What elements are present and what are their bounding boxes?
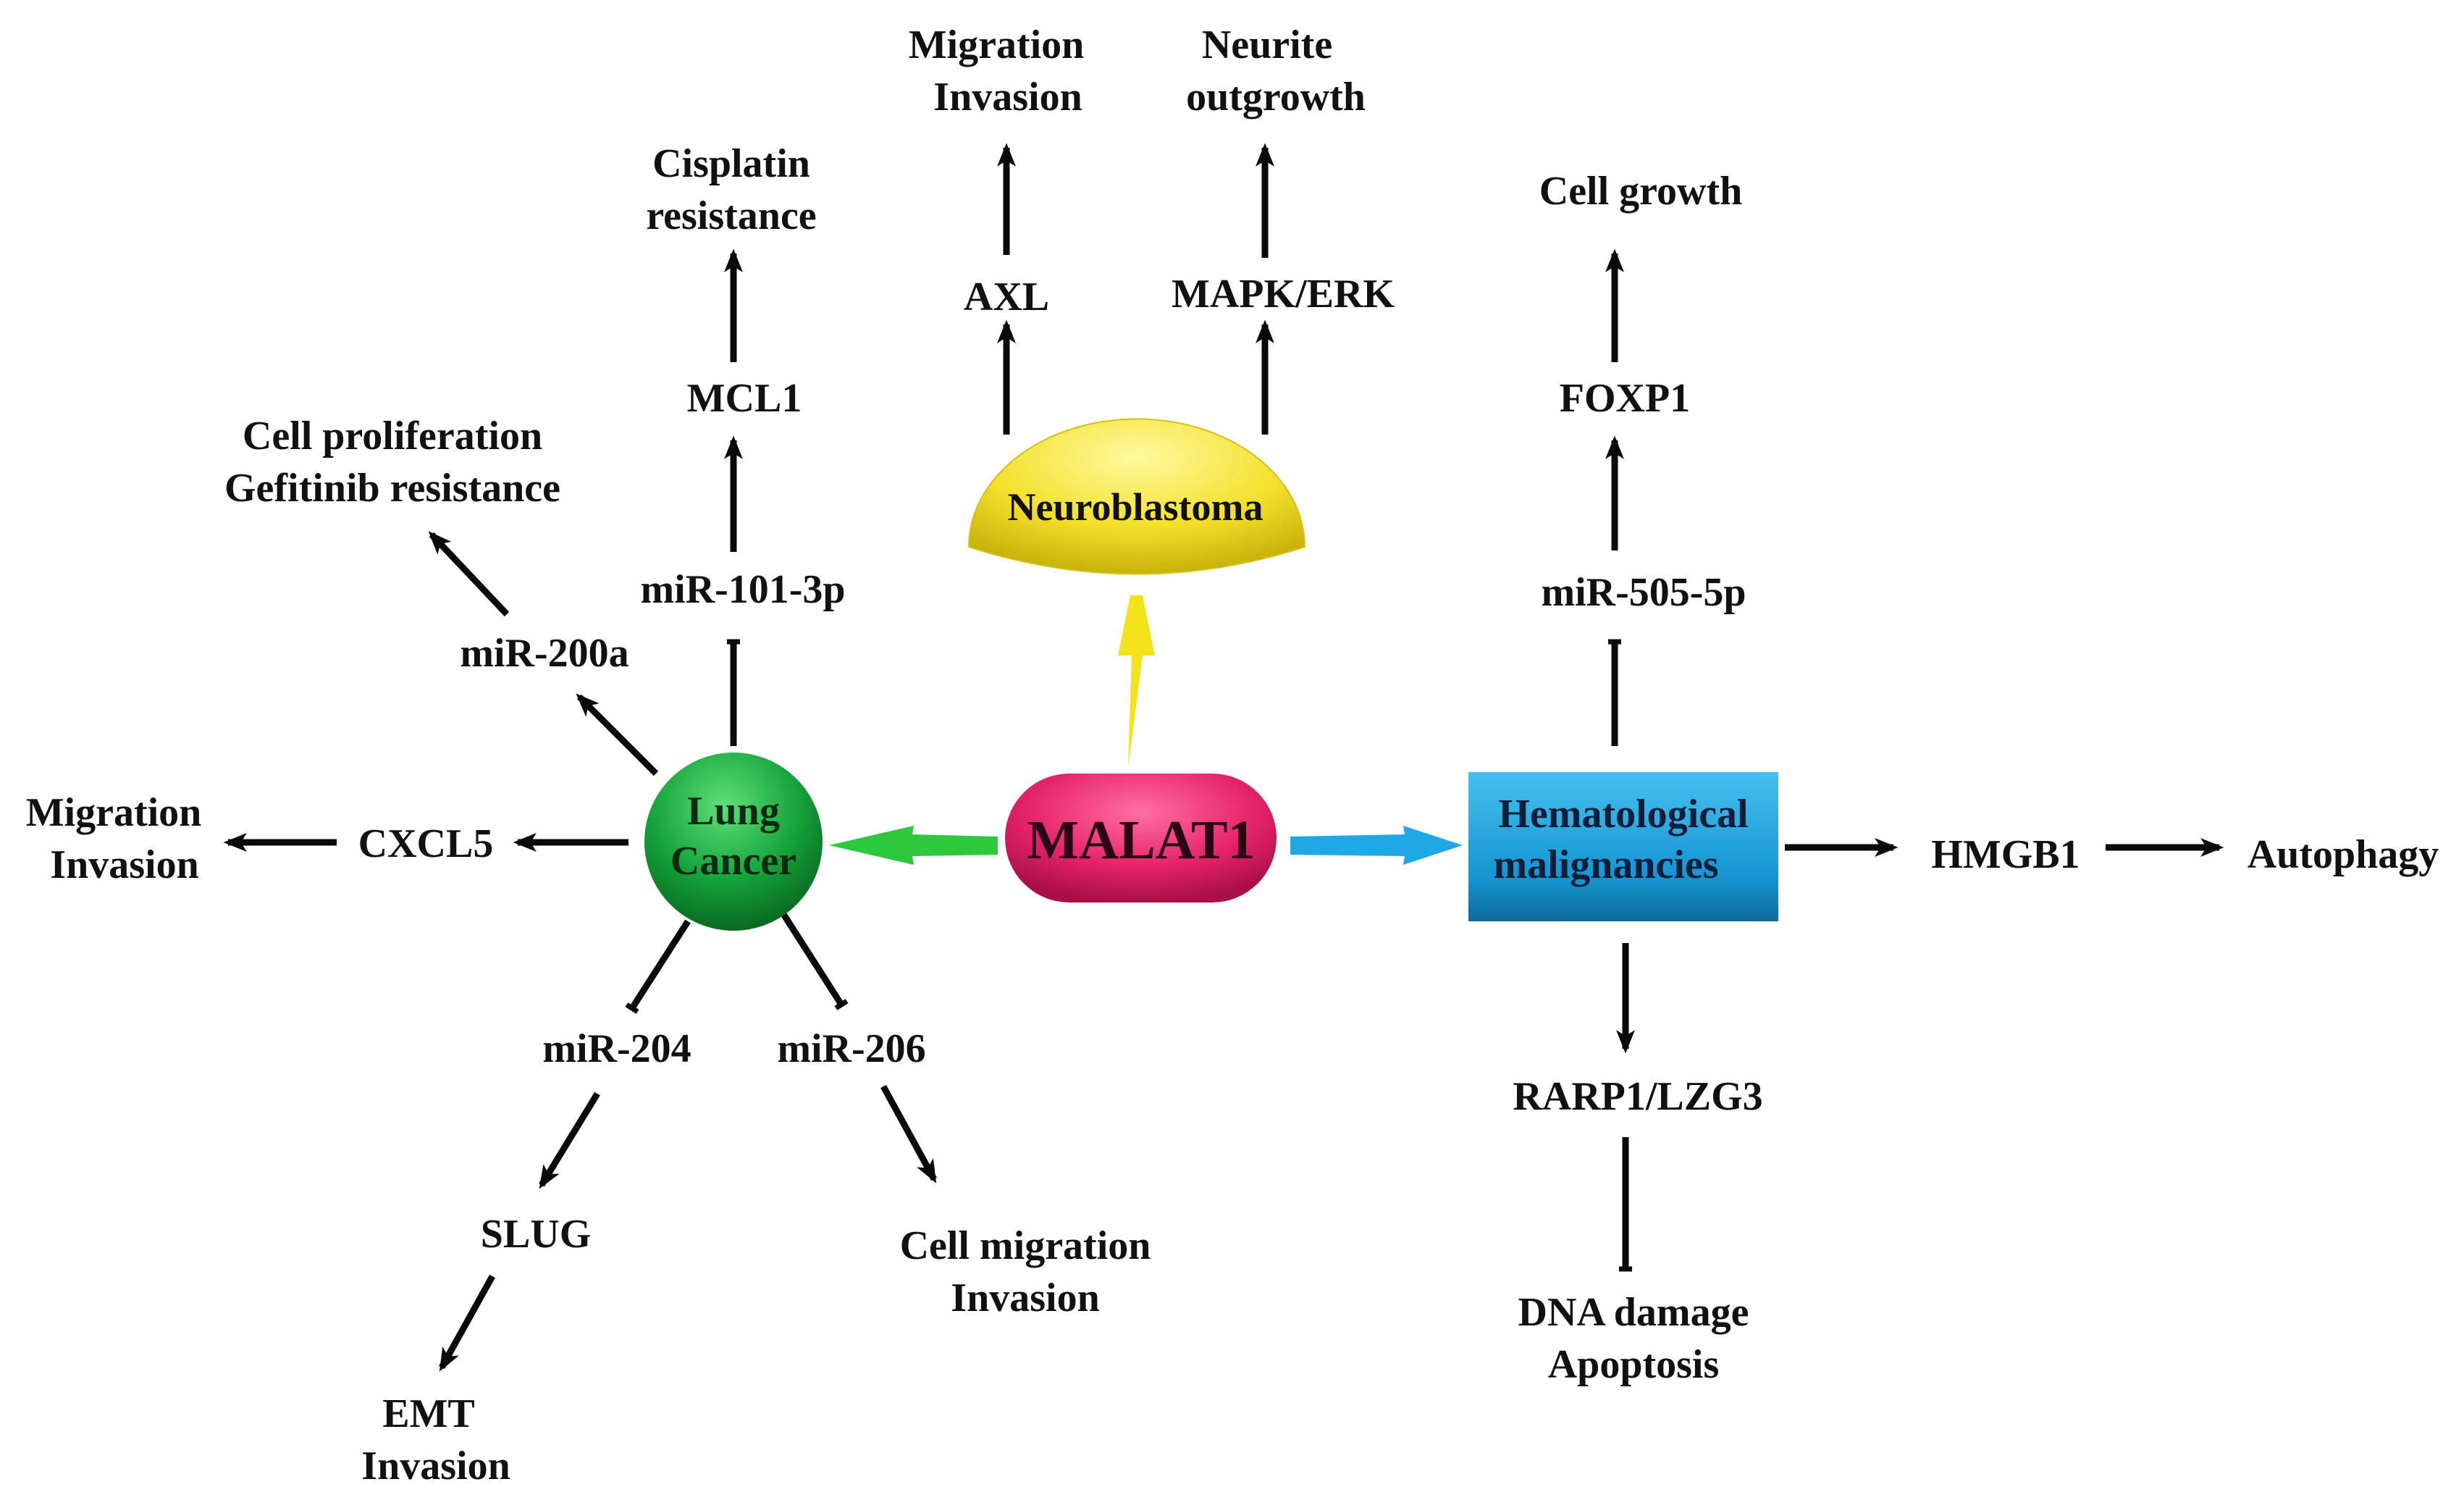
- autophagy-label: Autophagy: [2248, 832, 2439, 877]
- lung-to-mir206-inhibit: [781, 912, 849, 1010]
- edges: [223, 143, 2224, 1372]
- neuroblastoma-dome: [967, 418, 1306, 575]
- labels: miR-101-3p MCL1 Cisplatin resistance miR…: [26, 22, 2439, 1488]
- migration-left-label-line1: Migration: [26, 790, 202, 835]
- mir-200a-label: miR-200a: [460, 631, 628, 676]
- lung-cancer-label-line2: Cancer: [670, 839, 796, 884]
- rarp1-label: RARP1/LZG3: [1513, 1074, 1762, 1119]
- mir-206-label: miR-206: [777, 1026, 925, 1071]
- emt-label-line1: EMT: [382, 1391, 475, 1436]
- mir-101-3p-label: miR-101-3p: [640, 567, 845, 612]
- hematological-node: Hematological malignancies: [1468, 772, 1778, 921]
- malat1-label: MALAT1: [1027, 810, 1255, 871]
- cell-growth-label: Cell growth: [1539, 169, 1743, 214]
- proliferation-label-line2: Gefitinib resistance: [224, 466, 560, 511]
- mir-204-label: miR-204: [542, 1026, 691, 1071]
- hematological-label-line2: malignancies: [1493, 842, 1718, 887]
- lung-to-mir200a: [576, 693, 659, 776]
- mir-505-5p-label: miR-505-5p: [1541, 570, 1746, 615]
- lung-to-mir204-inhibit: [625, 919, 691, 1014]
- malat1-to-lung-arrow: [829, 826, 998, 865]
- slug-to-emt: [439, 1274, 495, 1372]
- malat1-to-neuroblastoma-arrow: [1118, 595, 1155, 768]
- dna-damage-label-line1: DNA damage: [1518, 1290, 1749, 1335]
- cell-migration-label-line2: Invasion: [951, 1275, 1099, 1320]
- foxp1-label: FOXP1: [1560, 376, 1690, 421]
- dna-damage-label-line2: Apoptosis: [1548, 1342, 1720, 1387]
- slug-label: SLUG: [481, 1212, 592, 1257]
- lung-cancer-node: Lung Cancer: [644, 753, 823, 931]
- lung-cancer-label-line1: Lung: [687, 789, 780, 834]
- mir200a-to-proliferation: [428, 531, 510, 617]
- mir206-to-cell-migration: [880, 1084, 937, 1184]
- mcl1-label: MCL1: [687, 376, 802, 421]
- mir204-to-slug: [539, 1092, 600, 1189]
- cisplatin-label-line2: resistance: [646, 193, 816, 238]
- mapk-erk-label: MAPK/ERK: [1172, 272, 1395, 317]
- neurite-label-line2: outgrowth: [1186, 75, 1366, 120]
- migration-left-label-line2: Invasion: [50, 842, 198, 887]
- hmgb1-label: HMGB1: [1931, 832, 2080, 877]
- malat1-node: MALAT1: [1005, 774, 1277, 902]
- migration-top-label-line2: Invasion: [933, 75, 1082, 120]
- neuroblastoma-label: Neuroblastoma: [1007, 485, 1263, 529]
- cisplatin-label-line1: Cisplatin: [652, 141, 810, 186]
- malat1-to-hematological-arrow: [1290, 826, 1463, 865]
- malat1-pill: [1005, 774, 1277, 902]
- migration-top-label-line1: Migration: [909, 22, 1085, 67]
- proliferation-label-line1: Cell proliferation: [243, 414, 542, 458]
- axl-label: AXL: [964, 275, 1049, 319]
- emt-label-line2: Invasion: [361, 1444, 510, 1488]
- lung-cancer-sphere: [644, 753, 823, 931]
- cxcl5-label: CXCL5: [358, 821, 494, 866]
- neurite-label-line1: Neurite: [1202, 22, 1332, 67]
- hub-arrows: [829, 595, 1463, 865]
- hematological-label-line1: Hematological: [1498, 792, 1748, 837]
- hematological-box: [1468, 772, 1778, 921]
- neuroblastoma-node: Neuroblastoma: [967, 418, 1306, 575]
- cell-migration-label-line1: Cell migration: [900, 1223, 1151, 1268]
